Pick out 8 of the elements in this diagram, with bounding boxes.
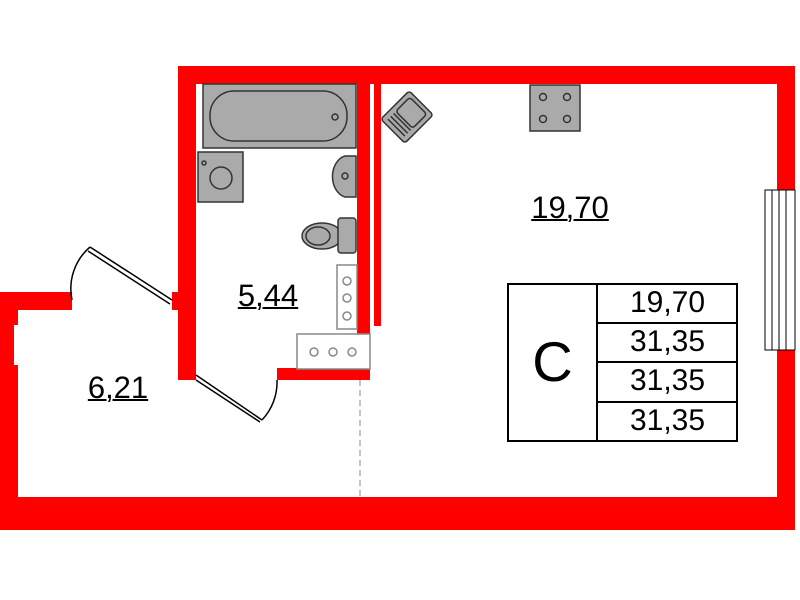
room-area: 5,44 [228, 278, 308, 314]
area-value: 19,70 [628, 285, 706, 321]
apartment-type: C [531, 330, 574, 394]
room-area: 6,21 [78, 370, 158, 406]
room-area: 19,70 [520, 190, 620, 226]
area-value: 31,35 [628, 363, 706, 399]
area-value: 31,35 [628, 403, 706, 439]
area-value: 31,35 [628, 324, 706, 360]
